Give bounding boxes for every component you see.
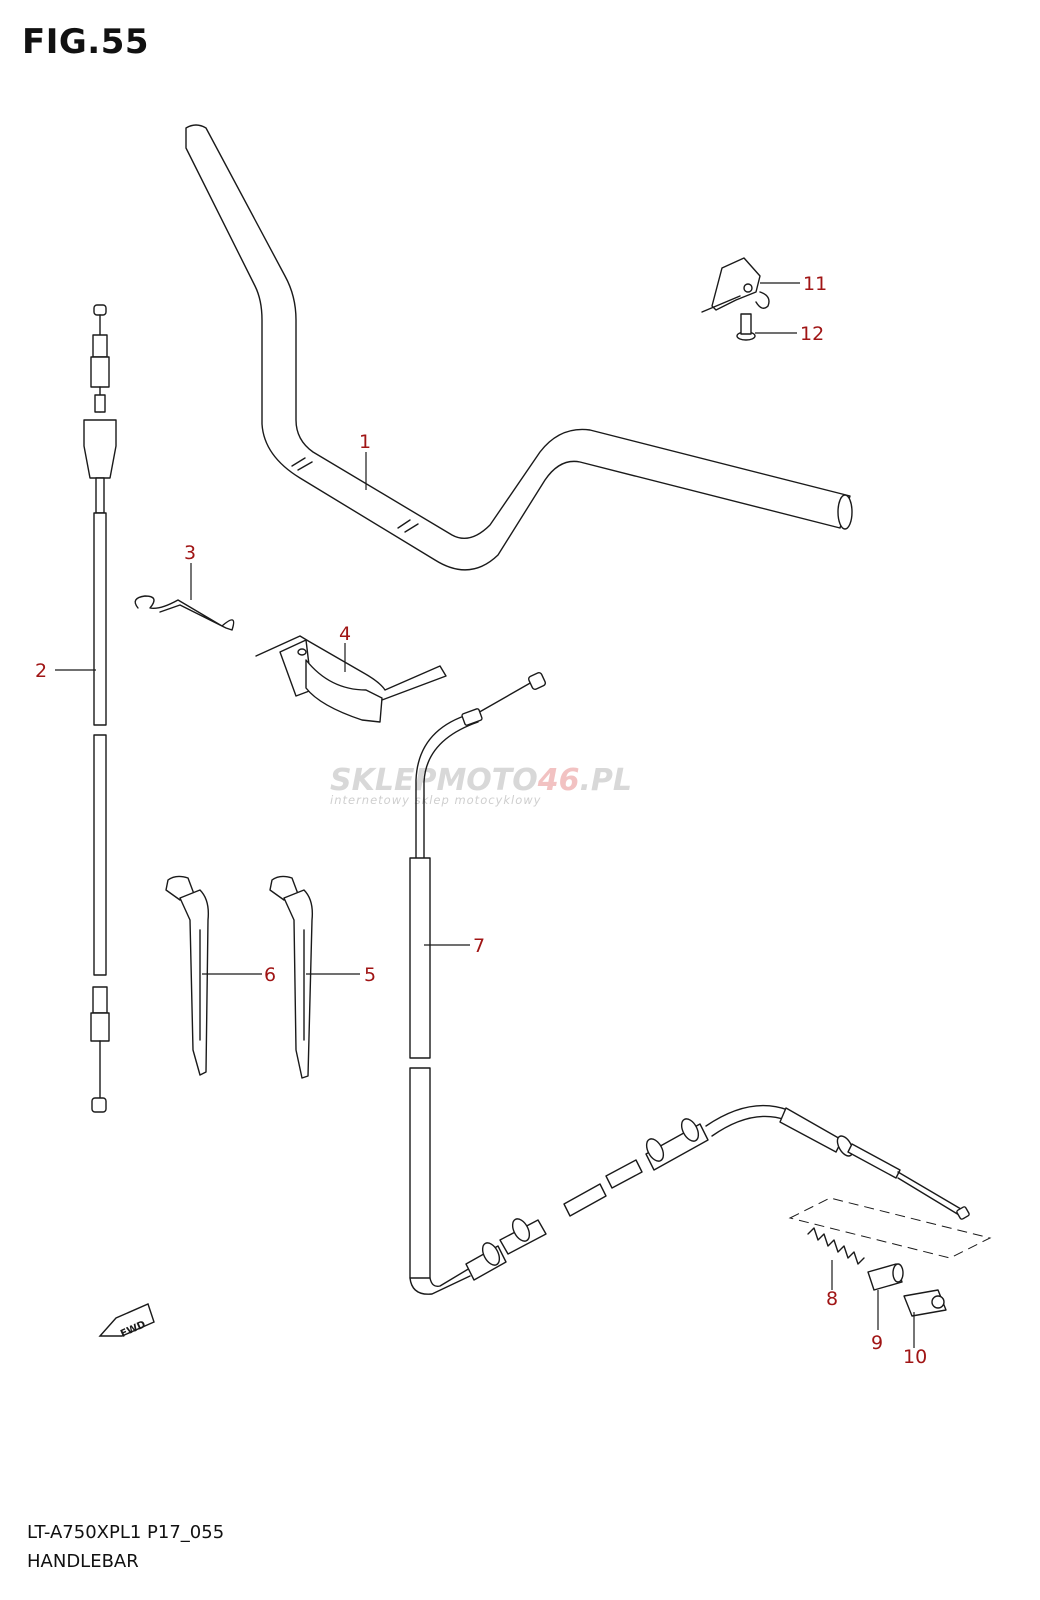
callout-7: 7 — [473, 935, 485, 957]
subassembly-outline — [788, 1197, 992, 1259]
clamp — [701, 257, 770, 313]
cable-holder-bracket — [255, 635, 447, 723]
watermark-brand-suffix: .PL — [580, 763, 633, 798]
callout-10: 10 — [903, 1346, 927, 1368]
callout-6: 6 — [264, 964, 276, 986]
cable-left — [83, 304, 117, 1113]
end-fitting — [903, 1289, 947, 1317]
fwd-arrow-icon: FWD — [98, 1303, 155, 1340]
svg-text:SKLEPMOTO46.PL: SKLEPMOTO46.PL — [330, 763, 632, 798]
callout-3: 3 — [184, 542, 196, 564]
figure-label: FIG.55 — [22, 22, 150, 62]
spring — [807, 1227, 865, 1265]
callout-5: 5 — [364, 964, 376, 986]
callout-11: 11 — [803, 273, 827, 295]
leader-lines — [55, 282, 915, 1348]
watermark-brand-main: SKLEPMOTO — [330, 763, 538, 798]
watermark: SKLEPMOTO46.PL internetowy sklep motocyk… — [330, 763, 632, 807]
callout-2: 2 — [35, 660, 47, 682]
callout-12: 12 — [800, 323, 824, 345]
cable-tie-5 — [269, 875, 314, 1079]
handlebar — [185, 124, 853, 571]
callout-8: 8 — [826, 1288, 838, 1310]
cable-tie-6 — [165, 875, 210, 1076]
watermark-tagline: internetowy sklep motocyklowy — [330, 793, 541, 807]
callout-4: 4 — [339, 623, 351, 645]
callout-1: 1 — [359, 431, 371, 453]
screw — [736, 313, 756, 341]
section-name: HANDLEBAR — [27, 1551, 139, 1572]
watermark-brand-accent: 46 — [537, 763, 580, 798]
spring-clip — [134, 595, 235, 631]
model-code: LT-A750XPL1 P17_055 — [27, 1522, 225, 1543]
callouts: 1 2 3 4 5 6 7 8 9 10 11 12 — [35, 273, 927, 1368]
callout-9: 9 — [871, 1332, 883, 1354]
cable-long — [409, 671, 970, 1295]
collar — [867, 1263, 904, 1291]
